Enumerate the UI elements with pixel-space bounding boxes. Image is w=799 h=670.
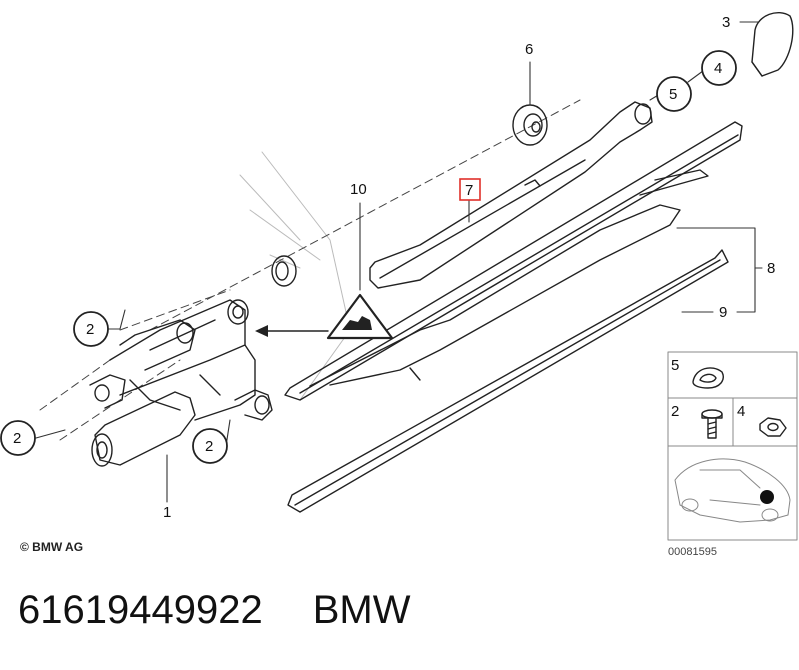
leader-lines	[35, 21, 763, 503]
callout-9: 9	[719, 304, 727, 321]
legend-label-4: 4	[737, 403, 745, 420]
image-number: 00081595	[668, 546, 717, 558]
callout-1: 1	[163, 504, 171, 521]
callout-4: 4	[714, 60, 722, 77]
axis-dash-lines	[39, 99, 581, 441]
car-thumbnail-icon	[674, 458, 791, 523]
wiper-rubber-9	[287, 249, 729, 513]
legend-label-2: 2	[671, 403, 679, 420]
warning-triangle-icon	[326, 293, 394, 340]
legend-washer-icon	[692, 367, 724, 389]
location-marker-dot	[760, 490, 774, 504]
callout-2-bottom: 2	[205, 438, 213, 455]
legend-nut-icon	[759, 417, 787, 437]
legend-bolt-icon	[701, 409, 723, 439]
part-footer: 61619449922 BMW	[18, 588, 460, 633]
callout-6: 6	[525, 41, 533, 58]
callout-circles	[0, 50, 737, 464]
rubber-washer-6	[512, 104, 548, 146]
highlight-box	[459, 178, 481, 201]
arrow-head	[255, 325, 268, 337]
part-number: 61619449922	[18, 588, 263, 632]
window-grommet	[271, 255, 297, 287]
callout-10: 10	[350, 181, 367, 198]
copyright-notice: © BMW AG	[20, 540, 84, 554]
brand-name: BMW	[312, 588, 411, 632]
callout-5: 5	[669, 86, 677, 103]
wiper-arm-7	[369, 101, 653, 289]
legend-box	[667, 351, 798, 541]
legend-label-5: 5	[671, 357, 679, 374]
callout-7: 7	[465, 182, 473, 199]
wiper-motor	[89, 299, 273, 467]
callout-8: 8	[767, 260, 775, 277]
cap-3	[751, 12, 794, 77]
callout-2-left: 2	[86, 321, 94, 338]
wiper-blade-8	[284, 121, 743, 401]
callout-3: 3	[722, 14, 730, 31]
callout-2-far-left: 2	[13, 430, 21, 447]
